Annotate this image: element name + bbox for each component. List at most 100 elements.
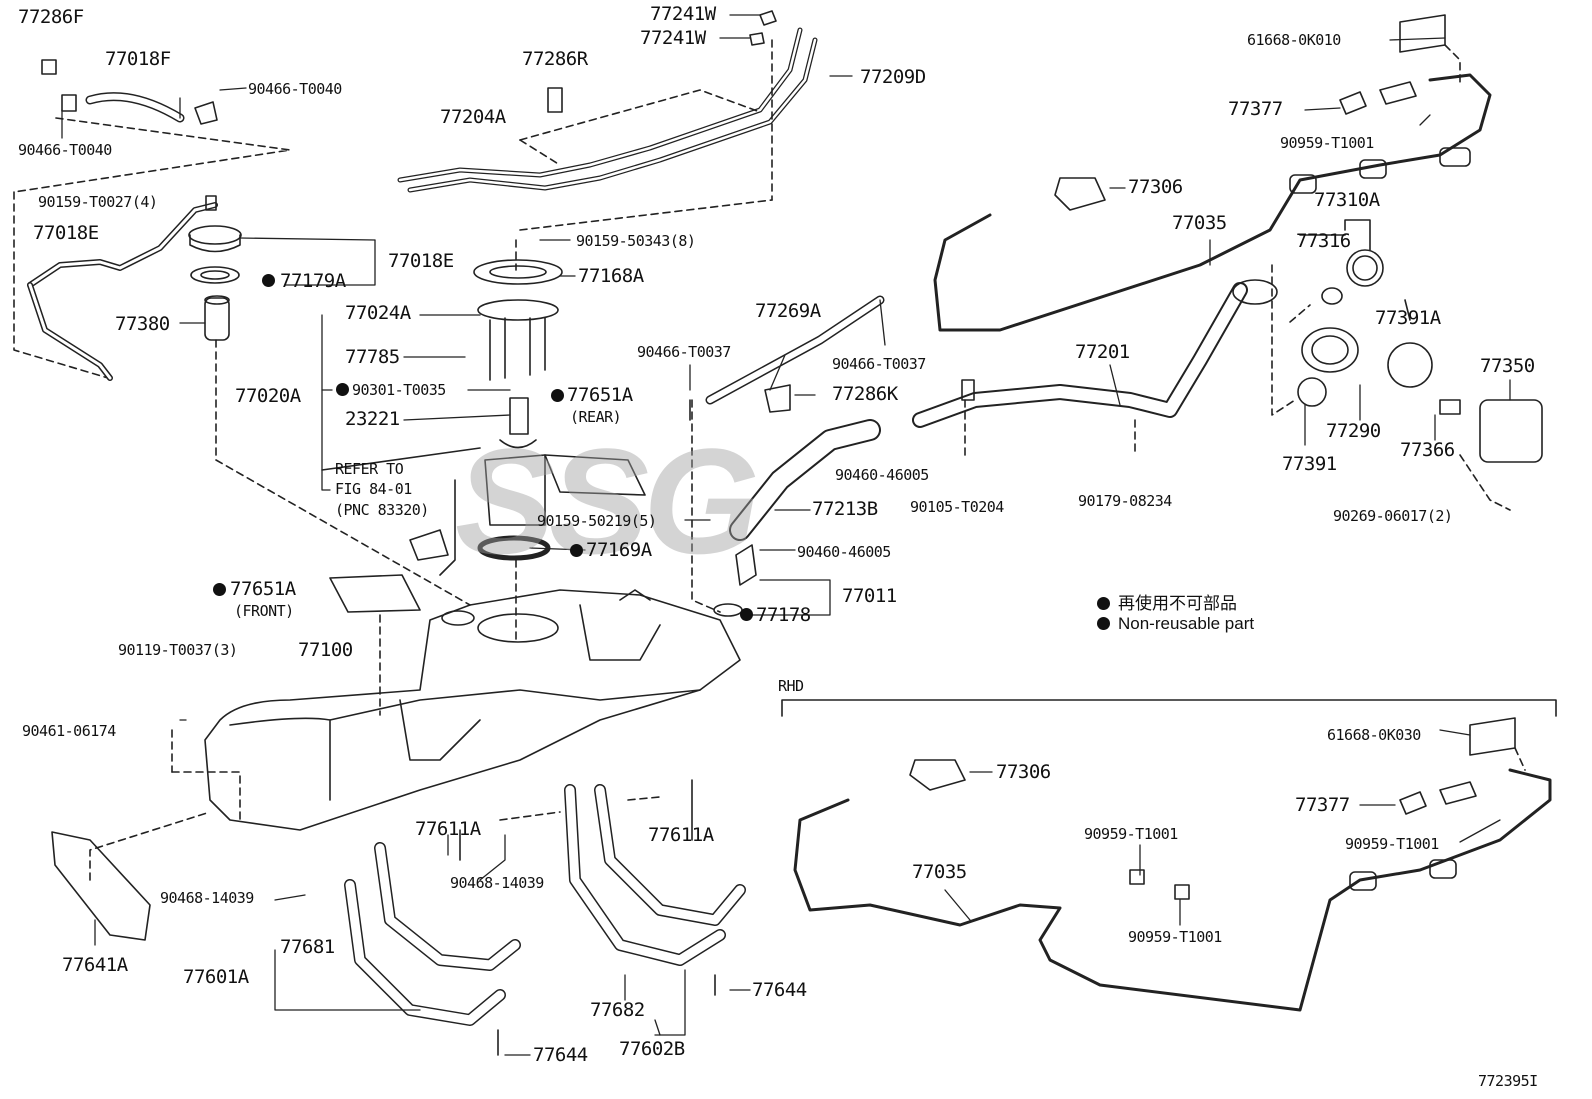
part-label[interactable]: 77290 — [1326, 420, 1381, 442]
part-label[interactable]: 77350 — [1480, 355, 1535, 377]
bullet-77178 — [740, 608, 753, 621]
legend-en: Non-reusable part — [1097, 614, 1254, 634]
part-label[interactable]: 90301-T0035 — [352, 381, 446, 399]
part-label[interactable]: 77011 — [842, 585, 897, 607]
part-label[interactable]: 77602B — [619, 1038, 685, 1060]
tank-band-77602b — [459, 779, 746, 1056]
part-label[interactable]: 90105-T0204 — [910, 498, 1004, 516]
part-label[interactable]: 77644 — [533, 1044, 588, 1066]
diagram-id: 772395I — [1478, 1072, 1538, 1090]
part-label[interactable]: 77204A — [440, 106, 506, 128]
part-label[interactable]: 77209D — [860, 66, 926, 88]
part-label[interactable]: 77286R — [522, 48, 588, 70]
legend-jp-text: 再使用不可部品 — [1118, 594, 1237, 613]
part-label[interactable]: 77651A — [230, 578, 296, 600]
filler-pipe-77201 — [912, 279, 1278, 461]
part-label[interactable]: 90959-T1001 — [1084, 825, 1178, 843]
hose-77018f — [13, 59, 291, 379]
part-label[interactable]: 77641A — [62, 954, 128, 976]
bullet-77179a — [262, 274, 275, 287]
part-label[interactable]: 77035 — [912, 861, 967, 883]
part-label[interactable]: 77380 — [115, 313, 170, 335]
pipe-77018e — [27, 195, 471, 606]
part-label[interactable]: 77306 — [1128, 176, 1183, 198]
part-label[interactable]: 77269A — [755, 300, 821, 322]
part-label[interactable]: 90179-08234 — [1078, 492, 1172, 510]
plate-77651a-rear — [544, 454, 646, 496]
bullet-77169a — [570, 544, 583, 557]
part-label[interactable]: 90959-T1001 — [1128, 928, 1222, 946]
leader-lines — [61, 14, 1511, 1056]
bullet-77651a-front — [213, 583, 226, 596]
part-label[interactable]: 77018F — [105, 48, 171, 70]
legend-bullet — [1097, 617, 1110, 630]
part-label[interactable]: 77644 — [752, 979, 807, 1001]
rhd-section — [781, 699, 1557, 1012]
part-label[interactable]: 90159-50343(8) — [576, 232, 696, 250]
watermark: SSG — [455, 417, 760, 585]
heat-shield-77641a — [51, 811, 211, 941]
legend-en-text: Non-reusable part — [1118, 614, 1255, 633]
note-rear: (REAR) — [570, 408, 622, 426]
part-label[interactable]: 77611A — [415, 818, 481, 840]
part-label[interactable]: 77601A — [183, 966, 249, 988]
part-label[interactable]: 77020A — [235, 385, 301, 407]
part-label[interactable]: 77168A — [578, 265, 644, 287]
part-label[interactable]: 90959-T1001 — [1280, 134, 1374, 152]
part-label[interactable]: 90468-14039 — [450, 874, 544, 892]
fuel-tank-77100 — [171, 589, 741, 831]
part-label[interactable]: 77377 — [1295, 794, 1350, 816]
part-label[interactable]: 77310A — [1314, 189, 1380, 211]
cable-77035 — [933, 73, 1492, 332]
part-label[interactable]: 90119-T0037(3) — [118, 641, 238, 659]
part-label[interactable]: 77213B — [812, 498, 878, 520]
part-label[interactable]: 77201 — [1075, 341, 1130, 363]
hose-77269a — [689, 295, 885, 617]
part-label[interactable]: 90959-T1001 — [1345, 835, 1439, 853]
part-label[interactable]: 90159-50219(5) — [537, 512, 657, 530]
part-label[interactable]: 77100 — [298, 639, 353, 661]
part-label[interactable]: 77391A — [1375, 307, 1441, 329]
bullet-77651a-rear — [551, 389, 564, 402]
part-label[interactable]: 77286F — [18, 6, 84, 28]
part-label[interactable]: 77681 — [280, 936, 335, 958]
part-label[interactable]: 77366 — [1400, 439, 1455, 461]
part-label[interactable]: 77179A — [280, 270, 346, 292]
part-label[interactable]: 77651A — [567, 384, 633, 406]
legend-jp: 再使用不可部品 — [1097, 589, 1237, 614]
part-label[interactable]: 90269-06017(2) — [1333, 507, 1453, 525]
part-label[interactable]: 61668-0K030 — [1327, 726, 1421, 744]
part-label[interactable]: 77169A — [586, 539, 652, 561]
part-label[interactable]: 77316 — [1296, 230, 1351, 252]
part-label[interactable]: 77241W — [640, 27, 706, 49]
part-label[interactable]: 77682 — [590, 999, 645, 1021]
part-label[interactable]: 77785 — [345, 346, 400, 368]
part-label[interactable]: 77611A — [648, 824, 714, 846]
part-label[interactable]: 90460-46005 — [835, 466, 929, 484]
part-label[interactable]: 90461-06174 — [22, 722, 116, 740]
part-label[interactable]: 90159-T0027(4) — [38, 193, 158, 211]
part-label[interactable]: 77178 — [756, 604, 811, 626]
part-label[interactable]: 77377 — [1228, 98, 1283, 120]
part-label[interactable]: 77241W — [650, 3, 716, 25]
part-label[interactable]: 77286K — [832, 383, 898, 405]
refer-line-1: REFER TO — [335, 460, 404, 478]
fuel-lines-77209d — [397, 10, 818, 231]
part-label[interactable]: 90466-T0037 — [637, 343, 731, 361]
part-label[interactable]: 77018E — [33, 222, 99, 244]
part-label[interactable]: 23221 — [345, 408, 400, 430]
part-label[interactable]: 61668-0K010 — [1247, 31, 1341, 49]
part-label[interactable]: 90460-46005 — [797, 543, 891, 561]
part-label[interactable]: 90468-14039 — [160, 889, 254, 907]
part-label[interactable]: 77024A — [345, 302, 411, 324]
part-label[interactable]: 77035 — [1172, 212, 1227, 234]
part-label[interactable]: 77391 — [1282, 453, 1337, 475]
label-plate-61668-0k010 — [1339, 14, 1461, 115]
filler-cap-parts — [1271, 219, 1543, 511]
part-label[interactable]: 90466-T0040 — [18, 141, 112, 159]
part-label[interactable]: 90466-T0040 — [248, 80, 342, 98]
part-label[interactable]: 90466-T0037 — [832, 355, 926, 373]
part-label[interactable]: 77306 — [996, 761, 1051, 783]
part-label[interactable]: 77018E — [388, 250, 454, 272]
